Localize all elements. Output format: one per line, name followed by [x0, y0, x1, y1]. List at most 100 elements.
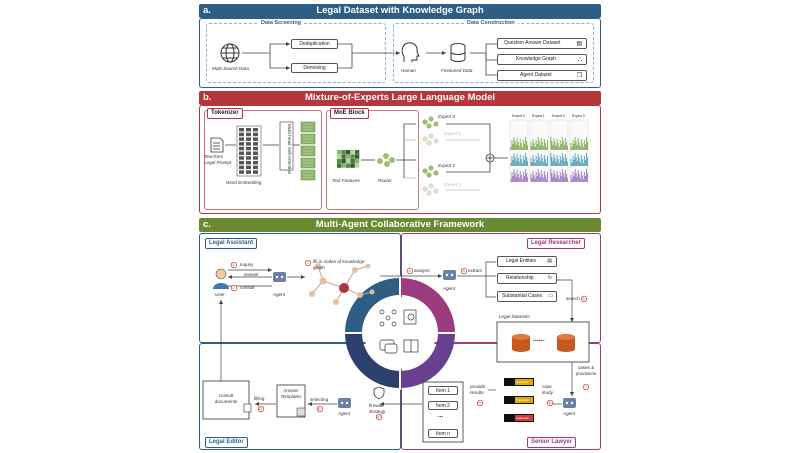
list-icon: ▤ [547, 258, 552, 264]
section-b-title: Mixture-of-Experts Large Language Model [304, 92, 496, 103]
word-embedding-label: Word Embedding [226, 180, 262, 185]
legal-entities-label: Legal Entities [506, 258, 537, 264]
relevance-tag-3: Irrelevant [516, 415, 529, 420]
chart-title-0: Expert 0 [512, 114, 525, 118]
denoising-box: Denoising [291, 63, 338, 73]
step-num-firewall: 10 [376, 414, 381, 419]
relevance-tags [504, 378, 534, 422]
step-num-case-study: 8 [548, 400, 551, 405]
data-construction-title: Data Construction [464, 20, 518, 26]
shield-icon [373, 386, 385, 400]
center-network-icon [379, 309, 397, 327]
user-icon [213, 268, 229, 289]
section-a-banner: a. Legal Dataset with Knowledge Graph [199, 4, 601, 18]
step-num-inquiry: 1 [232, 262, 235, 267]
step-markers [230, 259, 590, 421]
text-features-icon [337, 150, 360, 168]
human-head-icon [401, 42, 420, 62]
expert-2-icon [422, 165, 439, 178]
expert-1-label: Expert 1 [444, 131, 462, 136]
section-a-panel [199, 18, 601, 88]
relationship-box: Relationship ↻ [497, 273, 557, 284]
researcher-agent-label: Agent [443, 286, 456, 291]
cases-provisions-label: cases & provisions [575, 365, 597, 376]
moe-block-panel [326, 110, 419, 210]
item-n: Item n [428, 429, 458, 438]
step-num-analyze: 4 [408, 268, 411, 273]
section-c-title: Multi-Agent Collaborative Framework [315, 219, 485, 230]
legal-editor-title: Legal Editor [205, 437, 248, 448]
assistant-agent-icon [273, 272, 286, 282]
legal-assistant-title: Legal Assistant [205, 238, 258, 249]
assistant-agent-label: Agent [273, 292, 286, 297]
moe-block-title: MoE Block [330, 108, 369, 119]
expert-0-label: Expert 0 [438, 114, 456, 119]
section-a-letter: a. [203, 5, 211, 16]
center-chat-icon [379, 339, 398, 354]
item-ellipsis: ... [438, 413, 444, 419]
editor-agent-label: Agent [338, 411, 351, 416]
attention-box [279, 121, 294, 171]
data-screening-title: Data Screening [258, 20, 305, 26]
answer-templates-label: Answer Templates [280, 388, 302, 399]
section-b-letter: b. [203, 92, 212, 103]
answer-label: answer [244, 272, 259, 277]
human-label: Human [401, 68, 416, 73]
expert-3-icon [422, 183, 439, 196]
researcher-agent-icon [443, 270, 456, 280]
expert-3-label: Expert 3 [444, 182, 462, 187]
step-num-consult: 2 [232, 285, 235, 290]
section-c-letter: c. [203, 219, 211, 230]
extract-label: extract [468, 268, 482, 273]
section-c-banner: c. Multi-Agent Collaborative Framework [199, 218, 601, 232]
case-study-label: case study [542, 384, 553, 395]
substantial-cases-label: Substantial Cases [502, 293, 543, 299]
cube-icon: ❒ [576, 73, 582, 79]
user-label: User [215, 292, 225, 297]
analyze-label: analyze [414, 268, 430, 273]
legal-entities-box: Legal Entities ▤ [497, 256, 557, 267]
legal-researcher-title: Legal Researcher [527, 238, 586, 249]
provide-results-label: provide results [470, 384, 486, 395]
qa-dataset-box: Question Answer Dataset ▤ [497, 38, 587, 49]
selecting-label: selecting [310, 397, 329, 402]
item-2: Item 2 [428, 401, 458, 410]
attention-output-blocks [300, 121, 316, 181]
expert-activation-charts [509, 119, 589, 182]
agent-dataset-box: Agent Dataset ❒ [497, 70, 587, 81]
item-1: Item 1 [428, 386, 458, 395]
knowledge-graph-label: Knowledge Graph [516, 56, 557, 62]
step-num-selecting: 11 [317, 406, 322, 411]
text-features-label: Text Features [332, 178, 360, 183]
inquiry-label: inquiry [240, 262, 254, 267]
refresh-icon: ↻ [547, 275, 552, 281]
section-b-panel [199, 105, 601, 214]
step-num-extract: 5 [462, 268, 465, 273]
consult-documents-label: consult documents [214, 393, 238, 404]
router-label: Router [378, 178, 392, 183]
qa-dataset-label: Question Answer Dataset [504, 40, 561, 46]
document-icon: ▤ [576, 41, 582, 47]
lawyer-agent-label: Agent [563, 411, 576, 416]
search-label: search [566, 296, 580, 301]
step-num-provide: 9 [478, 400, 481, 405]
router-icon [377, 153, 395, 167]
prompt-label: Text-form Legal Prompt [204, 154, 232, 165]
section-b-banner: b. Mixture-of-Experts Large Language Mod… [199, 91, 601, 105]
database-icon [450, 43, 466, 62]
relevance-tag-1: Irrelevant [516, 379, 529, 384]
clipboard-icon [243, 403, 252, 413]
lawyer-agent-icon [563, 398, 576, 408]
section-a-title: Legal Dataset with Knowledge Graph [316, 5, 484, 16]
center-search-doc-icon [403, 309, 417, 325]
stack-icon: ▭ [548, 293, 553, 299]
center-book-icon [403, 339, 419, 353]
senior-lawyer-title: Senior Lawyer [527, 437, 577, 448]
step-num-search: 6 [582, 296, 585, 301]
table-icon [296, 407, 306, 417]
expert-2-label: Expert 2 [438, 163, 456, 168]
expert-0-icon [422, 116, 439, 129]
step-num-filling: 12 [258, 406, 263, 411]
